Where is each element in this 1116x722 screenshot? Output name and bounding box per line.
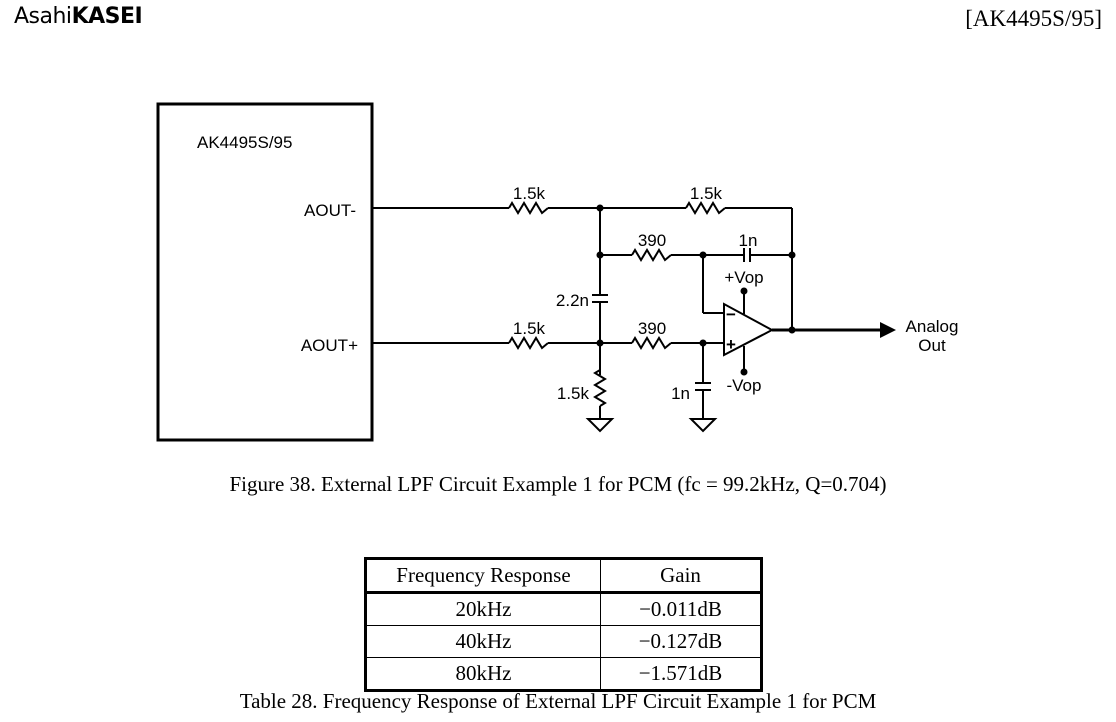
- junction-dot: [596, 204, 604, 212]
- resistor-in-minus: [508, 201, 549, 215]
- label-r-390-bottom: 390: [638, 319, 666, 338]
- header-frequency-response: Frequency Response: [365, 558, 601, 594]
- cell-frequency: 40kHz: [365, 625, 601, 658]
- frequency-response-table: Frequency Response Gain 20kHz −0.011dB 4…: [364, 557, 763, 692]
- supply-terminal-dot: [740, 368, 748, 376]
- label-r-shunt: 1.5k: [557, 384, 590, 403]
- label-c-shunt: 1n: [671, 384, 690, 403]
- cell-gain: −0.127dB: [600, 625, 762, 658]
- label-supply-negative: -Vop: [727, 376, 762, 395]
- label-r-in-minus: 1.5k: [513, 184, 546, 203]
- label-c-feedback: 1n: [739, 231, 758, 250]
- resistor-390-top: [631, 248, 672, 262]
- chip-box: [156, 102, 374, 442]
- document-id: [AK4495S/95]: [965, 6, 1102, 31]
- logo-light: Asahi: [14, 4, 72, 29]
- chip-label: AK4495S/95: [197, 133, 292, 152]
- figure-caption: Figure 38. External LPF Circuit Example …: [229, 472, 887, 496]
- junction-dot: [788, 326, 796, 334]
- ground-icon: [585, 418, 615, 433]
- cell-gain: −0.011dB: [600, 592, 762, 626]
- label-r-in-plus: 1.5k: [513, 319, 546, 338]
- table-caption: Table 28. Frequency Response of External…: [239, 689, 877, 713]
- cell-frequency: 80kHz: [365, 657, 601, 691]
- table-row: 20kHz −0.011dB: [365, 592, 762, 626]
- resistor-390-bottom: [631, 336, 672, 350]
- opamp-inverting-sign: −: [726, 305, 736, 324]
- arrow-right-icon: [880, 322, 896, 338]
- label-c-2-2n: 2.2n: [556, 291, 589, 310]
- junction-dot: [788, 251, 796, 259]
- table-row: 40kHz −0.127dB: [365, 625, 762, 658]
- label-r-feedback: 1.5k: [690, 184, 723, 203]
- resistor-in-plus: [508, 336, 549, 350]
- header-gain: Gain: [600, 558, 762, 594]
- junction-dot: [699, 339, 707, 347]
- junction-dot: [596, 251, 604, 259]
- pin-aout-plus: AOUT+: [301, 336, 358, 355]
- output-label-line2: Out: [918, 336, 946, 355]
- pin-aout-minus: AOUT-: [304, 201, 356, 220]
- asahi-kasei-logo: AsahiKASEI: [14, 4, 143, 29]
- label-supply-positive: +Vop: [724, 268, 763, 287]
- label-r-390-top: 390: [638, 231, 666, 250]
- supply-terminal-dot: [740, 287, 748, 295]
- opamp-triangle: [723, 302, 775, 357]
- ground-icon: [688, 418, 718, 433]
- cell-gain: −1.571dB: [600, 657, 762, 691]
- opamp-noninverting-sign: +: [726, 335, 736, 354]
- table-header-row: Frequency Response Gain: [365, 558, 762, 594]
- output-label-line1: Analog: [906, 317, 959, 336]
- resistor-feedback: [685, 201, 726, 215]
- cell-frequency: 20kHz: [365, 592, 601, 626]
- resistor-shunt: [593, 369, 607, 407]
- lpf-circuit-diagram: AK4495S/95 AOUT- AOUT+ 1.5k 1.5k 390 1n …: [156, 102, 959, 442]
- table-row: 80kHz −1.571dB: [365, 657, 762, 691]
- junction-dot: [699, 251, 707, 259]
- logo-bold: KASEI: [71, 4, 143, 29]
- junction-dot: [596, 339, 604, 347]
